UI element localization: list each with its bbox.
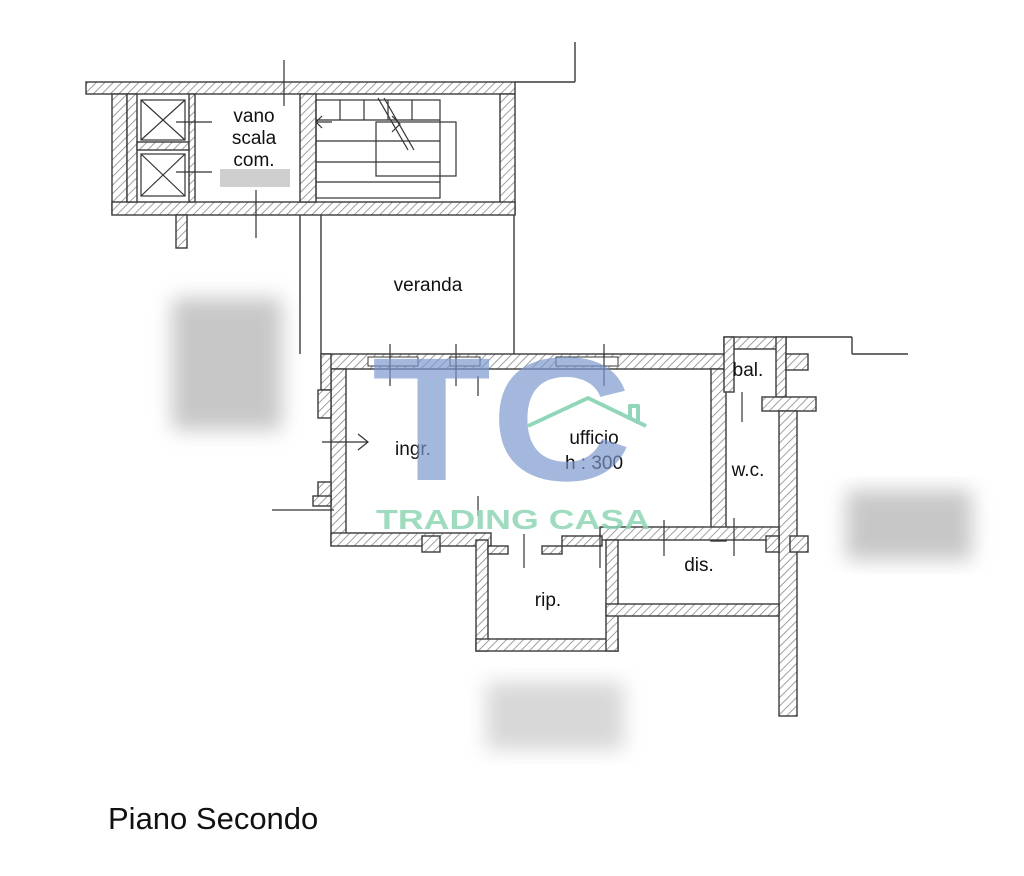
staircase [315,97,457,199]
stair-label-1: vano [233,106,274,127]
lift-shaft-upper [140,99,186,141]
blurred-redactions [172,298,972,750]
stair-label-3: com. [233,150,274,171]
watermark-monogram: TC [372,322,632,518]
lift-shaft-lower [140,153,186,197]
door-marks [272,344,743,568]
roof-icon [527,396,647,428]
floor-title: Piano Secondo [108,801,318,836]
watermark-brand: TRADING CASA [376,504,650,535]
redacted-box [220,169,290,187]
veranda-area [299,215,515,354]
stairwell-block [85,42,576,249]
room-labels: vano scala com. veranda bal. ingr. uffic… [232,106,765,611]
apartment-walls [312,336,908,717]
entrance-label: ingr. [395,439,431,460]
veranda-label: veranda [394,275,463,296]
watermark: TC TRADING CASA [372,322,650,535]
balcony-label: bal. [733,360,764,381]
storage-label: rip. [535,590,561,611]
stair-label-2: scala [232,128,277,149]
hall-label: dis. [684,555,714,576]
office-label: ufficio [569,428,618,449]
office-height-label: h : 300 [565,453,623,474]
window-marks [367,356,619,367]
wc-label: w.c. [731,460,765,481]
